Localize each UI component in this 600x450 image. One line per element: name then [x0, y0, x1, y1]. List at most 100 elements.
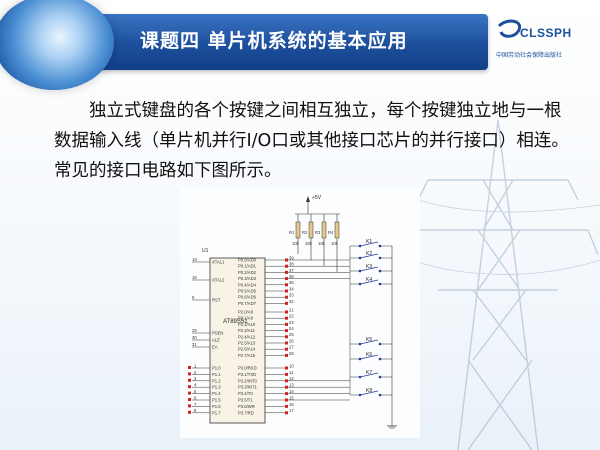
key-label: K2: [366, 251, 372, 257]
vcc-arrow-icon: [306, 196, 310, 202]
pin-marker: [188, 366, 191, 369]
pin-marker: [285, 322, 288, 326]
pin-number: 14: [289, 389, 294, 394]
header-bar: [96, 14, 488, 70]
resistor-value: 10k: [305, 241, 313, 246]
pin-marker: [285, 264, 288, 268]
pin-marker: [285, 398, 288, 402]
pin-marker: [285, 258, 288, 262]
pin-number: 10: [289, 363, 294, 368]
pin-marker: [188, 385, 191, 389]
pin-name: P3.3/INT1: [238, 385, 258, 390]
pin-number: 32: [289, 299, 294, 304]
pin-name: EA: [212, 345, 218, 350]
resistor-label: R2: [302, 230, 308, 235]
pin-number: 37: [289, 268, 294, 273]
pin-marker: [285, 404, 288, 408]
pin-number: 21: [289, 307, 294, 312]
pin-number: 1: [194, 363, 197, 368]
pin-number: 25: [289, 332, 294, 337]
resistor-value: 10k: [331, 241, 339, 246]
pin-marker: [285, 347, 288, 351]
globe-image: [0, 0, 114, 90]
pin-number: 13: [289, 383, 294, 388]
pin-marker: [285, 366, 288, 370]
pin-number: 27: [289, 345, 294, 350]
pin-name: P3.7/RD: [238, 410, 254, 415]
key-switch-icon: [359, 253, 379, 259]
pin-marker: [285, 310, 288, 314]
resistor-2: [308, 221, 314, 239]
pin-number: 33: [289, 293, 294, 298]
pin-marker: [188, 372, 191, 376]
pin-name: P2.7/A15: [238, 353, 256, 358]
pin-marker: [188, 391, 191, 395]
key-label: K8: [366, 388, 372, 394]
pin-number: 4: [194, 383, 197, 388]
pin-name: P0.3/AD3: [238, 276, 257, 281]
key-label: K4: [366, 277, 372, 283]
logo-subtitle: 中国劳动社会保障出版社: [496, 52, 563, 59]
pin-number: 15: [289, 395, 294, 400]
resistor-label: R4: [328, 230, 334, 235]
pin-marker: [188, 378, 191, 382]
pin-number: 28: [289, 351, 294, 356]
pin-name: P2.2/A10: [238, 322, 256, 327]
pin-name: P1.1: [212, 372, 221, 377]
key-label: K3: [366, 264, 372, 270]
pin-number: 5: [194, 389, 197, 394]
pin-number: 24: [289, 326, 294, 331]
pin-name: P0.1/AD1: [238, 264, 257, 269]
pin-name: P3.6/WR: [238, 404, 255, 409]
logo-swoosh-icon: [497, 19, 522, 38]
pin-name: P3.1/TXD: [238, 372, 256, 377]
pin-number: 6: [194, 395, 197, 400]
pin-number: 39: [289, 255, 294, 260]
pin-marker: [285, 289, 288, 293]
resistor-1: [295, 221, 301, 239]
pin-name: P1.6: [212, 404, 221, 409]
pin-name: P1.5: [212, 398, 221, 403]
pin-name: P2.5/A13: [238, 341, 256, 346]
pin-marker: [285, 301, 288, 305]
resistor-label: R1: [289, 230, 295, 235]
pin-marker: [285, 372, 288, 376]
pin-number: 31: [192, 342, 197, 347]
pin-name: P1.4: [212, 391, 221, 396]
pin-name: P2.1/A9: [238, 316, 254, 321]
pin-marker: [285, 316, 288, 320]
pin-number: 22: [289, 314, 294, 319]
body-paragraph: 独立式键盘的各个按键之间相互独立，每个按键独立地与一根数据输入线（单片机并行I/…: [54, 101, 569, 181]
pin-marker: [285, 341, 288, 345]
pin-number: 38: [289, 262, 294, 267]
pin-name: P3.2/INT0: [238, 378, 258, 383]
key-switch-icon: [359, 354, 379, 360]
pin-number: 9: [192, 295, 195, 300]
pin-number: 35: [289, 280, 294, 285]
pin-name: P0.6/AD6: [238, 295, 257, 300]
pin-name: P1.7: [212, 410, 221, 415]
pin-name: P3.4/T0: [238, 391, 253, 396]
key-switch-icon: [359, 241, 379, 247]
pin-number: 19: [192, 257, 197, 262]
pin-name: XTAL1: [212, 260, 225, 265]
key-switch-icon: [359, 372, 379, 378]
pin-name: P0.4/AD4: [238, 282, 257, 287]
pin-name: P2.3/A11: [238, 328, 256, 333]
pin-name: RST: [212, 298, 221, 303]
key-switch-icon: [359, 339, 379, 345]
pin-number: 26: [289, 338, 294, 343]
key-label: K6: [366, 352, 372, 358]
pin-number: 12: [289, 376, 294, 381]
pin-name: P2.0/A8: [238, 310, 254, 315]
power-tower-image: [398, 120, 600, 450]
pin-name: PSEN: [212, 331, 223, 336]
resistor-3: [321, 221, 327, 239]
pin-name: P3.0/RXD: [238, 366, 257, 371]
mcu-chip: [209, 257, 266, 424]
key-label: K7: [366, 370, 372, 376]
pin-marker: [188, 410, 191, 414]
pin-marker: [285, 411, 288, 415]
